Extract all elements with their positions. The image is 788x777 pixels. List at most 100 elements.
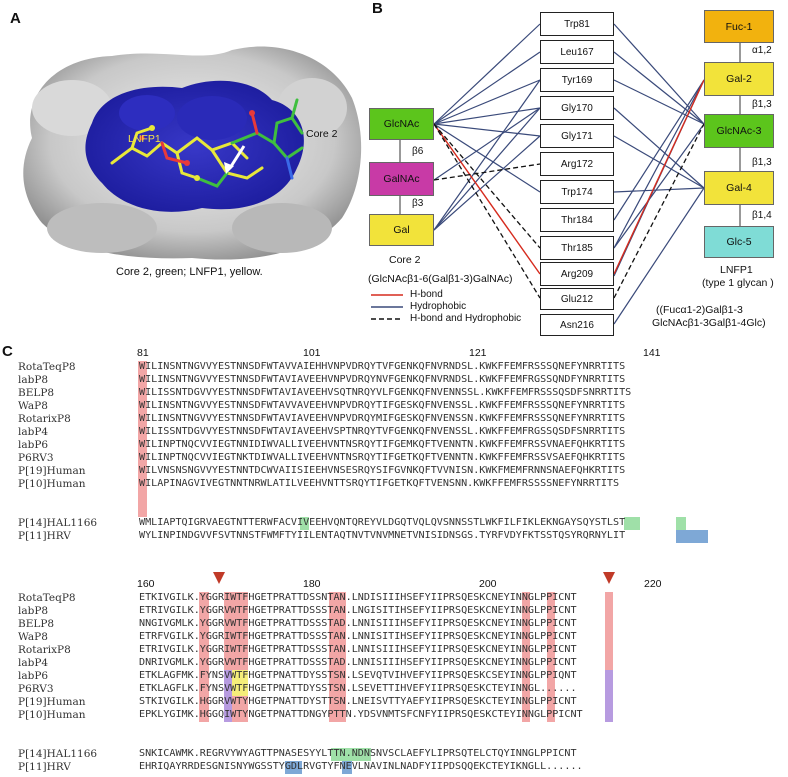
lnfp1-link-b13-b: β1,3 (752, 157, 772, 168)
residue-box-gly170: Gly170 (540, 96, 614, 120)
seq-name: P6RV3 (18, 683, 54, 695)
seq-text: STKIVGILK.HGGRVWTYHGETPNATTDYSTTSN.LNEIS… (139, 696, 577, 707)
core2-title: Core 2 (389, 254, 421, 266)
seq-name: labP6 (18, 439, 49, 451)
block2-highlight-tt (329, 592, 346, 722)
seq-text: WILINPTNQCVVIEGTNKTDIWVALLIVEEHVNTNSRQYT… (139, 452, 626, 463)
seq-name: WaP8 (18, 400, 48, 412)
block2-highlight-hrv-1 (285, 761, 302, 774)
seq-text: ETKLAGFLK.FYNSVWTFHGETPNATTDYSSTSN.LSEVE… (139, 683, 577, 694)
seq-name: P[10]Human (18, 478, 86, 490)
protein-surface-render (23, 46, 362, 260)
seq-text: WMLIAPTQIGRVAEGTNTTERWFACVIVEEHVQNTQREYV… (139, 517, 626, 528)
residue-box-trp174: Trp174 (540, 180, 614, 204)
panel-a-caption: Core 2, green; LNFP1, yellow. (116, 266, 263, 278)
seq-text: ETRFVGILK.YGGRIWTFHGETPRATTDSSSTAN.LNNIS… (139, 631, 577, 642)
legend-both-label: H-bond and Hydrophobic (410, 313, 522, 324)
seq-name: P[14]HAL1166 (18, 748, 98, 760)
seq-text: WILINSNTNGVVYESTNNSDFWTAVVAIEHHVNPVDRQYT… (139, 361, 626, 372)
seq-text: ETKIVGILK.YGGRIWTFHGETPRATTDSSNTAN.LNDIS… (139, 592, 577, 603)
block2-highlight-n-purple (605, 670, 613, 722)
residue-box-arg209: Arg209 (540, 262, 614, 286)
residue-box-thr184: Thr184 (540, 208, 614, 232)
block2-pos-180: 180 (303, 578, 321, 590)
seq-name: P[19]Human (18, 696, 86, 708)
core2-formula: (GlcNAcβ1-6(Galβ1-3)GalNAc) (368, 273, 513, 285)
seq-text: ETRIVGILK.YGGRIWTFHGETPRATTDSSSTAN.LNNIS… (139, 644, 577, 655)
seq-name: RotarixP8 (18, 644, 71, 656)
seq-text: WILAPINAGVIVEGTNNTNRWLATILVEEHVNTTSRQYTI… (139, 478, 620, 489)
seq-name: P[11]HRV (18, 530, 71, 542)
seq-name: RotaTeqP8 (18, 361, 76, 373)
arrow-marker-left-icon (213, 572, 225, 584)
panel-b-letter: B (372, 0, 383, 17)
seq-name: P[11]HRV (18, 761, 71, 773)
block2-pos-200: 200 (479, 578, 497, 590)
residue-box-asn216: Asn216 (540, 314, 614, 336)
block2-highlight-purple (224, 670, 232, 722)
block1-pos-81: 81 (137, 347, 149, 359)
residue-box-trp81: Trp81 (540, 12, 614, 36)
arrow-marker-right-icon (603, 572, 615, 584)
interaction-lines (371, 23, 741, 325)
core2-glcnac: GlcNAc (369, 108, 434, 140)
block2-highlight-hrv-2 (342, 761, 352, 774)
seq-text: EHRIQAYRRDESGNISNYWGSSTYGDLRVGTYFNEVLNAV… (139, 761, 583, 772)
core2-galnac: GalNAc (369, 162, 434, 196)
seq-text: ETRIVGILK.YGGRVWTFHGETPRATTDSSSTAN.LNGIS… (139, 605, 577, 616)
lnfp1-label: LNFP1 (128, 133, 161, 145)
seq-name: labP4 (18, 657, 49, 669)
legend-hydrophobic-label: Hydrophobic (410, 301, 467, 312)
block2-pos-160: 160 (137, 578, 155, 590)
block1-highlight-hal-2 (624, 517, 640, 530)
block1-pos-121: 121 (469, 347, 487, 359)
block1-highlight-hrv (676, 530, 708, 543)
lnfp1-glc5: Glc-5 (704, 226, 774, 258)
seq-name: BELP8 (18, 618, 55, 630)
seq-text: DNRIVGMLK.YGGRVWTFHGETPRATTDSSSTAD.LNNIS… (139, 657, 577, 668)
seq-text: WILINSNTNGVVYESTNNSDFWTAVVAVEEHVNPVDRQYT… (139, 400, 626, 411)
seq-text: NNGIVGMLK.YGGRVWTFHGETPRATTDSSSTAD.LNNIS… (139, 618, 577, 629)
panel-c-letter: C (2, 343, 13, 360)
residue-box-tyr169: Tyr169 (540, 68, 614, 92)
residue-box-leu167: Leu167 (540, 40, 614, 64)
lnfp1-subtitle: (type 1 glycan ) (702, 277, 774, 289)
core2-link-beta6: β6 (412, 146, 424, 157)
lnfp1-link-a12: α1,2 (752, 45, 772, 56)
seq-text: WILINSNTNGVVYESTNNSDFWTAVIAVEEHVNPVDRQYM… (139, 413, 626, 424)
seq-name: RotaTeqP8 (18, 592, 76, 604)
lnfp1-formula-line2: GlcNAcβ1-3Galβ1-4Glc) (652, 317, 766, 329)
seq-name: labP4 (18, 426, 49, 438)
lnfp1-gal4: Gal-4 (704, 171, 774, 205)
block2-pos-220: 220 (644, 578, 662, 590)
seq-name: labP8 (18, 374, 49, 386)
block1-highlight-w81 (138, 361, 147, 517)
block2-highlight-hal (331, 748, 371, 761)
seq-name: P[14]HAL1166 (18, 517, 98, 529)
seq-text: WILINPTNQCVVIEGTNNIDIWVALLIVEEHVNTNSRQYT… (139, 439, 626, 450)
lnfp1-link-b13-a: β1,3 (752, 99, 772, 110)
lnfp1-link-b14: β1,4 (752, 210, 772, 221)
legend-hbond-label: H-bond (410, 289, 443, 300)
block2-highlight-ygr (224, 592, 248, 670)
seq-text: EPKLYGIMK.HGGQIWTYNGETPNATTDNGYPTTN.YDSV… (139, 709, 583, 720)
block1-pos-101: 101 (303, 347, 321, 359)
seq-name: P[19]Human (18, 465, 86, 477)
residue-box-gly171: Gly171 (540, 124, 614, 148)
lnfp1-title: LNFP1 (720, 264, 753, 276)
lnfp1-glcnac3: GlcNAc-3 (704, 114, 774, 148)
block1-pos-141: 141 (643, 347, 661, 359)
seq-text: WYLINPINDGVVFSVTNNSTFWMFTYIILENTAQTNVTVN… (139, 530, 626, 541)
seq-text: ETKLAGFMK.FYNSVWTFHGETPNATTDYSSTSN.LSEVQ… (139, 670, 577, 681)
seq-name: P6RV3 (18, 452, 54, 464)
block2-highlight-e (547, 592, 555, 722)
core2-label: Core 2 (306, 128, 338, 140)
seq-text: WILISSNTDGVVYESTNNSDFWTAVIAVEEHVSPTNRQYT… (139, 426, 626, 437)
core2-link-beta3: β3 (412, 198, 424, 209)
residue-box-glu212: Glu212 (540, 288, 614, 310)
block1-highlight-hal-1 (300, 517, 309, 530)
seq-name: WaP8 (18, 631, 48, 643)
residue-box-arg172: Arg172 (540, 152, 614, 176)
lnfp1-formula-line1: ((Fucα1-2)Galβ1-3 (656, 304, 743, 316)
lnfp1-fuc1: Fuc-1 (704, 10, 774, 43)
